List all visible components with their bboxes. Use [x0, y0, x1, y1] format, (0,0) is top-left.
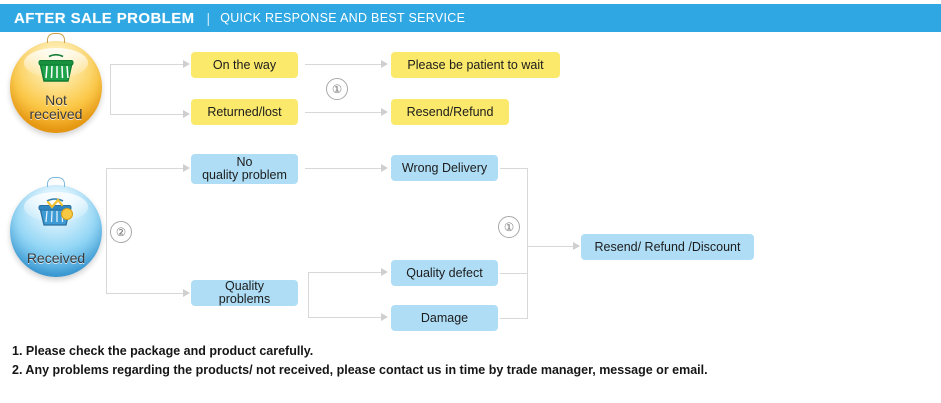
shopping-basket-icon-received [36, 198, 76, 235]
connector-not-received-bottom [110, 114, 188, 115]
flow-box-resend-refund-discount: Resend/ Refund /Discount [581, 234, 754, 260]
arrow-head-quality-problems [183, 289, 190, 297]
connector-merge-to-outcome [527, 246, 579, 247]
arrow-head-please-be-patient [381, 60, 388, 68]
flow-box-no-quality-problem: No quality problem [191, 154, 298, 184]
arrow-head-resend-refund-discount [573, 242, 580, 250]
arrow-head-damage [381, 313, 388, 321]
arrow-head-quality-defect [381, 268, 388, 276]
connector-merge-wrong-delivery [500, 168, 528, 169]
connector-merge-quality-defect [500, 273, 528, 274]
connector-damage-line [308, 317, 386, 318]
flow-box-quality-problems: Quality problems [191, 280, 298, 306]
flow-box-no-quality-problem-line2: quality problem [202, 168, 287, 182]
flow-box-wrong-delivery: Wrong Delivery [391, 155, 498, 181]
flow-box-no-quality-problem-line1: No [236, 155, 253, 169]
header-bar: AFTER SALE PROBLEM | QUICK RESPONSE AND … [0, 4, 941, 32]
basket-handle-icon [47, 33, 65, 43]
connector-received-top [106, 168, 188, 169]
notes-section: 1. Please check the package and product … [12, 342, 912, 380]
flow-box-resend-refund: Resend/Refund [391, 99, 509, 125]
connector-no-quality-to-wrong-delivery [305, 168, 385, 169]
connector-on-the-way-to-wait [305, 64, 385, 65]
status-label-line2: received [29, 106, 83, 122]
connector-quality-problems-vertical [308, 272, 309, 317]
arrow-head-resend-refund [381, 108, 388, 116]
connector-merge-vertical [527, 168, 528, 319]
flow-box-on-the-way: On the way [191, 52, 298, 78]
connector-not-received-vertical [110, 64, 111, 115]
arrow-head-returned-lost [183, 110, 190, 118]
connector-returned-to-resend [305, 112, 385, 113]
connector-received-bottom [106, 293, 188, 294]
connector-received-vertical [106, 168, 107, 294]
connector-not-received-top [110, 64, 188, 65]
page-title: AFTER SALE PROBLEM [14, 9, 195, 27]
arrow-head-on-the-way [183, 60, 190, 68]
header-separator: | [206, 10, 211, 26]
status-badge-not-received: Not received [10, 33, 102, 133]
step-marker-1-row2: ① [498, 216, 520, 238]
step-marker-2-row2: ② [110, 221, 132, 243]
flow-box-quality-defect: Quality defect [391, 260, 498, 286]
flow-box-please-be-patient-to-wait: Please be patient to wait [391, 52, 560, 78]
note-line-1: 1. Please check the package and product … [12, 344, 314, 358]
arrow-head-wrong-delivery [381, 164, 388, 172]
flow-box-returned-lost: Returned/lost [191, 99, 298, 125]
shopping-basket-icon [37, 53, 75, 89]
basket-handle-icon-received [47, 177, 65, 187]
connector-quality-defect-line [308, 272, 386, 273]
connector-merge-damage [500, 318, 528, 319]
flow-box-damage: Damage [391, 305, 498, 331]
arrow-head-no-quality-problem [183, 164, 190, 172]
status-badge-label-not-received: Not received [30, 93, 83, 121]
note-line-2: 2. Any problems regarding the products/ … [12, 363, 708, 377]
header-subtitle: QUICK RESPONSE AND BEST SERVICE [220, 11, 466, 25]
status-label-line1: Not [45, 92, 67, 108]
step-marker-1-row1: ① [326, 78, 348, 100]
status-badge-received: Received [10, 177, 102, 277]
status-badge-label-received: Received [26, 250, 86, 266]
